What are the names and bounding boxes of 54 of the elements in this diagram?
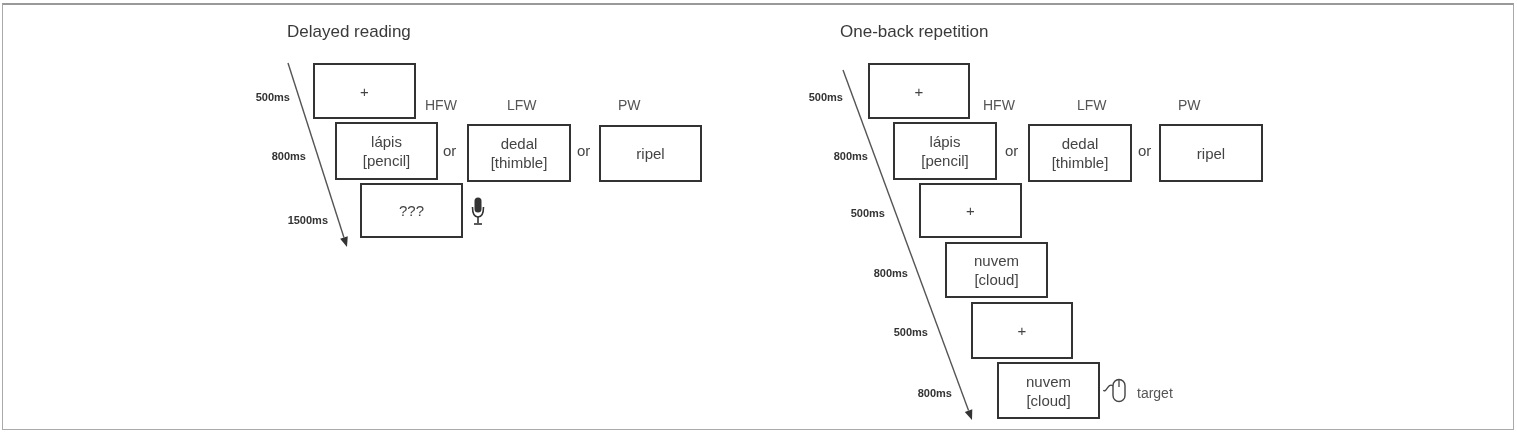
stimulus-screen xyxy=(868,63,970,119)
duration-label: 500ms xyxy=(255,91,290,103)
panel-title: Delayed reading xyxy=(287,22,411,42)
stimulus-screen xyxy=(997,362,1100,419)
stimulus-word: dedal xyxy=(500,134,538,153)
condition-label: PW xyxy=(1178,97,1201,113)
duration-label: 800ms xyxy=(271,150,306,162)
screen-text: + xyxy=(914,81,924,101)
duration-label: 800ms xyxy=(833,150,868,162)
duration-label: 800ms xyxy=(917,387,952,399)
stimulus-word: dedal xyxy=(1061,134,1099,153)
translation-text: [pencil] xyxy=(362,151,411,170)
translation-text: [thimble] xyxy=(1051,153,1109,172)
condition-label: PW xyxy=(618,97,641,113)
translation-text: [cloud] xyxy=(974,270,1019,289)
translation-text: [thimble] xyxy=(490,153,548,172)
translation-text: [cloud] xyxy=(1026,390,1071,410)
stimulus-screen xyxy=(1159,124,1263,182)
screen-text: + xyxy=(966,201,975,220)
stimulus-word: nuvem xyxy=(974,251,1019,270)
response-label: target xyxy=(1137,385,1173,401)
condition-label: HFW xyxy=(425,97,457,113)
stimulus-screen xyxy=(360,183,463,238)
connective-text: or xyxy=(443,141,457,159)
screen-text: ??? xyxy=(399,201,424,220)
connective-text: or xyxy=(577,141,591,159)
duration-label: 1500ms xyxy=(287,214,328,226)
stimulus-word: lápis xyxy=(371,132,402,151)
screen-text: + xyxy=(1017,321,1027,340)
condition-label: LFW xyxy=(1077,97,1107,113)
screen-text: ripel xyxy=(1196,143,1226,163)
duration-label: 800ms xyxy=(873,267,908,279)
stimulus-screen xyxy=(467,124,571,182)
stimulus-screen xyxy=(599,125,702,182)
connective-text: or xyxy=(1005,141,1019,159)
stimulus-screen xyxy=(1028,124,1132,182)
screen-text: + xyxy=(360,81,369,101)
stimulus-screen xyxy=(919,183,1022,238)
stimulus-screen xyxy=(971,302,1073,359)
stimulus-word: nuvem xyxy=(1026,371,1071,391)
translation-text: [pencil] xyxy=(921,151,969,170)
condition-label: LFW xyxy=(507,97,537,113)
panel-title: One-back repetition xyxy=(840,22,989,42)
screen-text: ripel xyxy=(636,144,665,163)
stimulus-screen xyxy=(335,122,438,180)
duration-label: 500ms xyxy=(808,91,843,103)
duration-label: 500ms xyxy=(850,207,885,219)
duration-label: 500ms xyxy=(893,326,928,338)
stimulus-word: lápis xyxy=(929,132,961,151)
connective-text: or xyxy=(1138,141,1152,159)
condition-label: HFW xyxy=(983,97,1015,113)
stimulus-screen xyxy=(945,242,1048,298)
stimulus-screen xyxy=(893,122,997,180)
stimulus-screen xyxy=(313,63,416,119)
